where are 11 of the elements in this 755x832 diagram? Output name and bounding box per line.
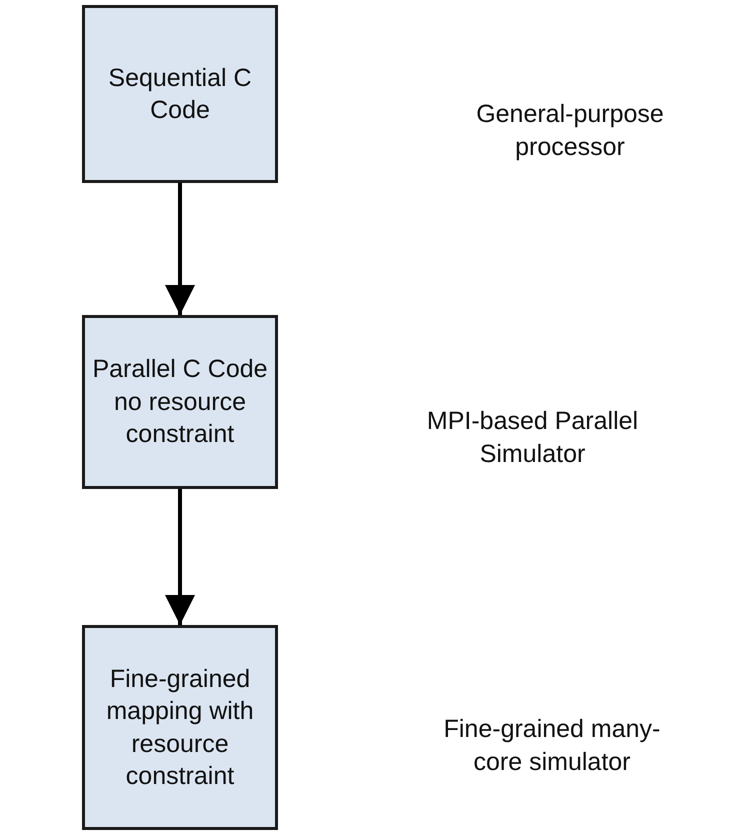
box-label: Fine-grained mapping with resource constraint [105,664,255,792]
box-label: Sequential C Code [107,62,253,126]
process-box [82,5,278,183]
box-label: Parallel C Code no resource constraint [91,354,269,450]
annotation-text: Fine-grained many-core simulator [442,714,662,778]
arrow [165,183,195,315]
annotation-text: MPI-based Parallel Simulator [426,406,640,470]
annotation-text: General-purpose processor [475,99,665,162]
process-box [82,315,278,489]
process-box [82,625,278,830]
arrow [165,489,195,625]
